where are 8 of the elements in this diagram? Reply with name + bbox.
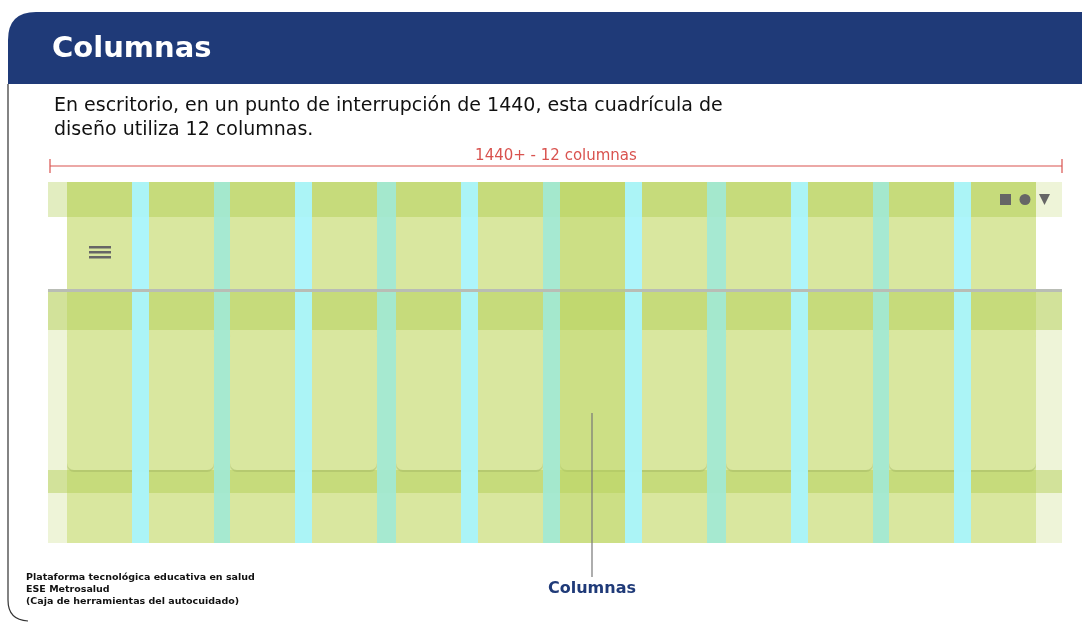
description-text: En escritorio, en un punto de interrupción de 1440, esta cuadrícula de diseño utiliza 12 columnas. xyxy=(54,92,724,140)
footer-text: ESE Metrosalud xyxy=(26,583,110,595)
footer-text: (Caja de herramientas del autocuidado) xyxy=(26,595,240,607)
leader-line xyxy=(591,412,593,578)
footer-text: Plataforma tecnológica educativa en salud xyxy=(26,571,255,583)
callout-label: Columnas xyxy=(530,578,654,597)
grid-column xyxy=(560,182,625,543)
slide-title: Columnas xyxy=(52,30,212,64)
